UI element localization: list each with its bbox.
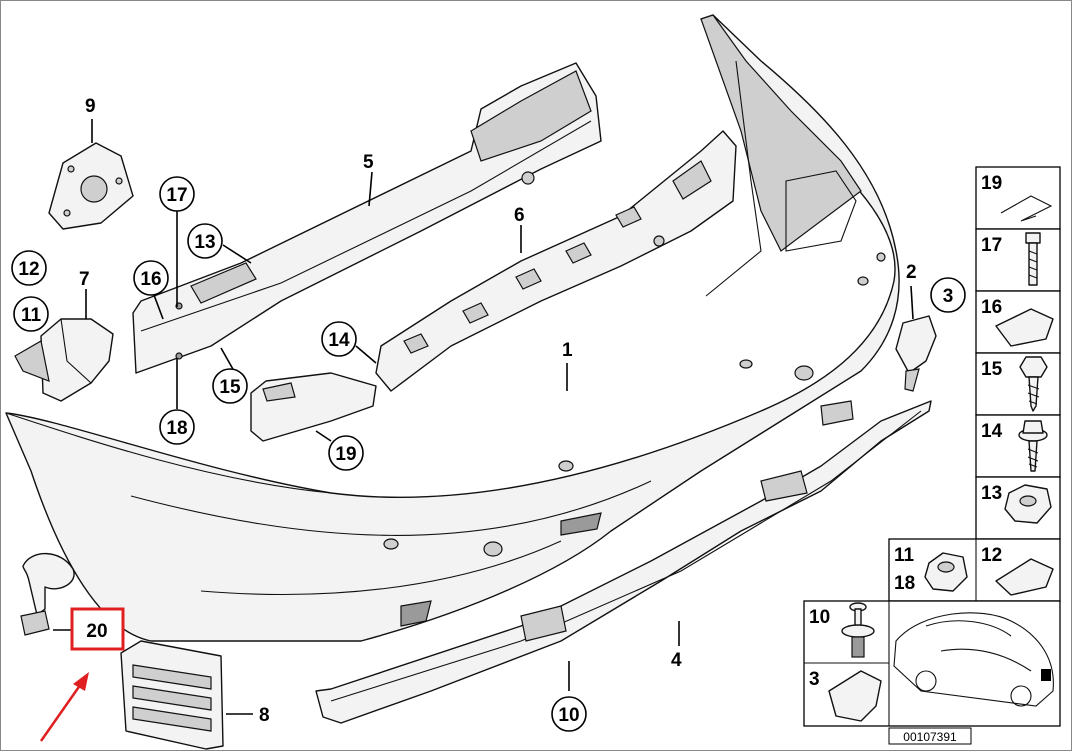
callout-9: 9 — [85, 96, 96, 117]
callout-labels: 9 5 6 7 1 2 4 8 17 13 12 16 11 14 15 18 … — [11, 96, 966, 742]
callout-1: 1 — [562, 340, 573, 361]
callout-13: 13 — [194, 232, 215, 253]
callout-14: 14 — [328, 330, 350, 351]
callout-12: 12 — [18, 259, 39, 280]
callout-10-circle — [551, 696, 587, 732]
hex-screw-icon — [1019, 356, 1048, 412]
side-bracket-part — [250, 372, 377, 442]
table-label-10: 10 — [809, 607, 830, 628]
lower-trim-part — [315, 400, 932, 724]
table-label-3: 3 — [809, 669, 820, 690]
fastener-table: 19 17 16 15 14 13 11 18 12 10 3 — [803, 166, 1061, 745]
hex-nut-icon — [1004, 484, 1052, 524]
car-location-icon — [893, 612, 1054, 707]
callout-6: 6 — [514, 205, 525, 226]
callout-15: 15 — [219, 377, 241, 398]
impact-absorber-part — [375, 130, 737, 392]
speed-nut-icon — [995, 558, 1054, 596]
tow-hook-cover-part — [895, 315, 937, 392]
diagram-code: 00107391 — [903, 730, 957, 744]
mount-bracket-part — [14, 318, 114, 402]
callout-17-circle — [159, 176, 195, 212]
spring-clip-icon — [1000, 195, 1053, 222]
highlight-arrow-head-icon — [73, 672, 89, 691]
callout-2: 2 — [906, 262, 917, 283]
clip-nut-icon — [995, 308, 1054, 347]
callout-3: 3 — [943, 286, 954, 307]
callout-4: 4 — [671, 650, 682, 671]
callout-7: 7 — [79, 269, 90, 290]
callout-18-circle — [159, 409, 195, 445]
callout-19-circle — [328, 435, 364, 471]
leader-lines — [53, 119, 914, 715]
callout-19: 19 — [335, 444, 356, 465]
table-label-11: 11 — [894, 545, 915, 566]
callout-16-circle — [133, 260, 169, 296]
callout-18: 18 — [166, 418, 187, 439]
callout-16: 16 — [140, 269, 161, 290]
highlight-box — [70, 607, 125, 651]
vent-grille-part — [120, 640, 224, 750]
table-label-16: 16 — [981, 297, 1002, 318]
callout-13-circle — [187, 223, 223, 259]
callout-17: 17 — [166, 185, 187, 206]
callout-3-circle — [930, 277, 966, 313]
table-label-13: 13 — [981, 483, 1002, 504]
table-label-14: 14 — [981, 421, 1003, 442]
table-label-17: 17 — [981, 235, 1002, 256]
gasket-part — [48, 142, 134, 230]
highlight-arrow-icon — [39, 680, 85, 742]
table-label-19: 19 — [981, 173, 1002, 194]
callout-20: 20 — [86, 621, 107, 642]
table-label-18: 18 — [894, 573, 915, 594]
push-rivet-icon — [841, 602, 875, 658]
callout-8: 8 — [259, 705, 270, 726]
clip-part — [20, 552, 75, 636]
table-label-15: 15 — [981, 359, 1003, 380]
flange-screw-icon — [1018, 420, 1048, 472]
bumper-cover-part — [5, 14, 900, 642]
bracket-clip-icon — [828, 670, 882, 722]
upper-support-rail-part — [132, 62, 602, 374]
bolt-icon — [1025, 232, 1041, 286]
table-label-12: 12 — [981, 545, 1002, 566]
callout-5: 5 — [363, 152, 374, 173]
callout-10: 10 — [558, 705, 579, 726]
nut-icon — [924, 552, 968, 592]
callout-15-circle — [212, 368, 248, 404]
callout-14-circle — [321, 321, 357, 357]
callout-11-circle — [13, 296, 49, 332]
callout-11: 11 — [21, 305, 42, 326]
callout-12-circle — [11, 250, 47, 286]
